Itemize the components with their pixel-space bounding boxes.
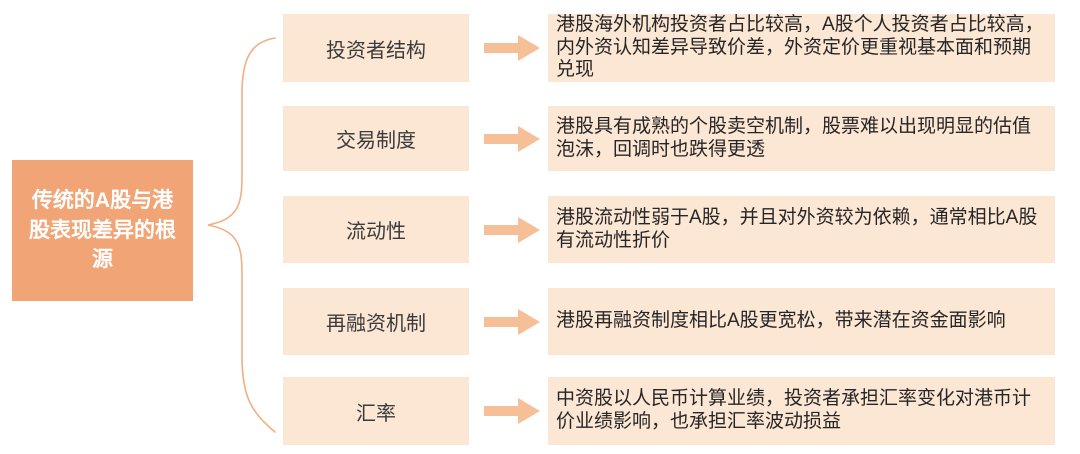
description-text: 港股具有成熟的个股卖空机制，股票难以出现明显的估值泡沫，回调时也跌得更透: [556, 115, 1032, 160]
arrow-wrap: [469, 377, 548, 445]
description-box: 港股海外机构投资者占比较高，A股个人投资者占比较高，内外资认知差异导致价差，外资…: [548, 14, 1055, 82]
right-arrow-icon: [484, 308, 540, 335]
category-label: 交易制度: [336, 130, 416, 152]
right-arrow-icon: [484, 216, 540, 243]
description-text: 港股海外机构投资者占比较高，A股个人投资者占比较高，内外资认知差异导致价差，外资…: [556, 13, 1044, 81]
arrow-wrap: [469, 288, 548, 355]
category-box-refinancing: 再融资机制: [283, 288, 469, 355]
category-label: 汇率: [356, 402, 396, 425]
description-box: 港股具有成熟的个股卖空机制，股票难以出现明显的估值泡沫，回调时也跌得更透: [548, 106, 1055, 171]
root-concept-box: 传统的A股与港股表现差异的根源: [12, 160, 193, 301]
category-box-exchange-rate: 汇率: [283, 377, 469, 445]
right-arrow-icon: [484, 35, 540, 61]
arrow-wrap: [469, 106, 548, 171]
right-arrow-icon: [484, 398, 540, 424]
root-concept-label: 传统的A股与港股表现差异的根源: [29, 189, 176, 272]
diagram-row: 投资者结构 港股海外机构投资者占比较高，A股个人投资者占比较高，内外资认知差异导…: [283, 14, 1055, 82]
arrow-wrap: [469, 196, 548, 263]
category-label: 流动性: [346, 221, 406, 243]
description-text: 港股再融资制度相比A股更宽松，带来潜在资金面影响: [556, 310, 1006, 332]
description-box: 港股流动性弱于A股，并且对外资较为依赖，通常相比A股有流动性折价: [548, 196, 1055, 263]
right-arrow-icon: [484, 125, 540, 152]
category-box-investor-structure: 投资者结构: [283, 14, 469, 82]
description-box: 港股再融资制度相比A股更宽松，带来潜在资金面影响: [548, 288, 1055, 355]
category-box-trading-system: 交易制度: [283, 106, 469, 171]
category-label: 再融资机制: [326, 313, 426, 335]
category-box-liquidity: 流动性: [283, 196, 469, 263]
description-text: 港股流动性弱于A股，并且对外资较为依赖，通常相比A股有流动性折价: [556, 206, 1038, 251]
diagram-row: 汇率 中资股以人民币计算业绩，投资者承担汇率变化对港币计价业绩影响，也承担汇率波…: [283, 377, 1055, 445]
category-label: 投资者结构: [326, 39, 426, 62]
arrow-wrap: [469, 14, 548, 82]
curly-brace-connector: [207, 37, 276, 433]
diagram-row: 流动性 港股流动性弱于A股，并且对外资较为依赖，通常相比A股有流动性折价: [283, 196, 1055, 263]
description-box: 中资股以人民币计算业绩，投资者承担汇率变化对港币计价业绩影响，也承担汇率波动损益: [548, 377, 1055, 445]
diagram-row: 交易制度 港股具有成熟的个股卖空机制，股票难以出现明显的估值泡沫，回调时也跌得更…: [283, 106, 1055, 171]
diagram-row: 再融资机制 港股再融资制度相比A股更宽松，带来潜在资金面影响: [283, 288, 1055, 355]
description-text: 中资股以人民币计算业绩，投资者承担汇率变化对港币计价业绩影响，也承担汇率波动损益: [556, 388, 1032, 432]
